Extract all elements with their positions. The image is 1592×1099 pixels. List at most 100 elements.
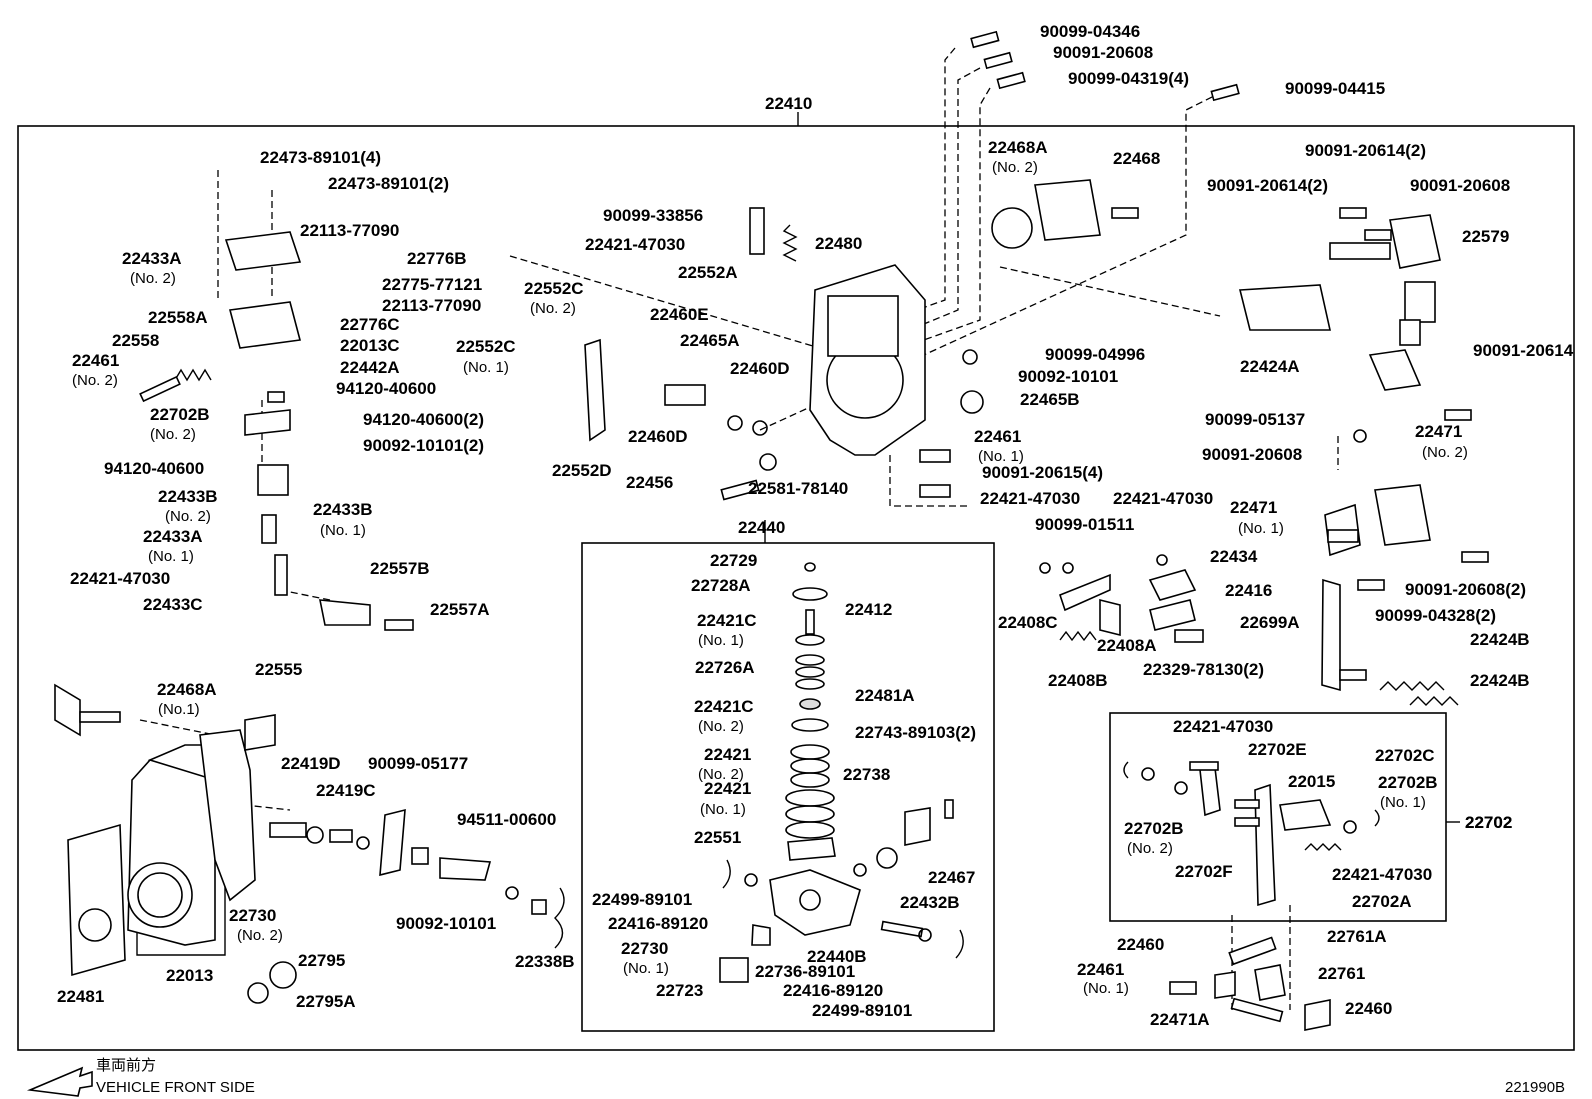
part-callout: 90091-20608 (1202, 445, 1302, 464)
part-callout: (No. 1) (698, 632, 744, 649)
part-callout: 22471 (1415, 422, 1462, 441)
part-callout: 22419C (316, 781, 376, 800)
part-callout: 22419D (281, 754, 341, 773)
part-callout: 22460D (730, 359, 790, 378)
part-callout: 22338B (515, 952, 575, 971)
part-callout: 22456 (626, 473, 673, 492)
part-callout: 22421 (704, 779, 751, 798)
part-callout: 22473-89101(4) (260, 148, 381, 167)
part-callout: (No. 2) (1422, 444, 1468, 461)
part-callout: 22015 (1288, 772, 1335, 791)
part-callout: 22416-89120 (783, 981, 883, 1000)
part-callout: 90099-01511 (1035, 515, 1134, 534)
part-callout: 90092-10101(2) (363, 436, 484, 455)
part-callout: (No. 2) (530, 300, 576, 317)
part-callout: 22702B (1124, 819, 1184, 838)
part-callout: 22467 (928, 868, 975, 887)
part-callout: (No. 1) (700, 801, 746, 818)
part-callout: 90092-10101 (1018, 367, 1118, 386)
part-callout: 22432B (900, 893, 960, 912)
part-callout: 22729 (710, 551, 757, 570)
part-callout: 22702 (1465, 813, 1512, 832)
part-callout: 90091-20608(2) (1405, 580, 1526, 599)
part-callout: 90099-04319(4) (1068, 69, 1189, 88)
part-callout: 22557B (370, 559, 430, 578)
part-callout: 22424A (1240, 357, 1300, 376)
part-callout: 22408C (998, 613, 1058, 632)
part-callout: 22776B (407, 249, 467, 268)
part-callout: 22552D (552, 461, 612, 480)
part-callout: 22726A (695, 658, 755, 677)
part-callout: 22775-77121 (382, 275, 482, 294)
part-callout: 94120-40600 (336, 379, 436, 398)
part-callout: 22412 (845, 600, 892, 619)
part-callout: 22433B (313, 500, 373, 519)
part-callout: 22461 (1077, 960, 1124, 979)
part-callout: 22702E (1248, 740, 1307, 759)
part-callout: 22555 (255, 660, 302, 679)
part-callout: 90099-05137 (1205, 410, 1305, 429)
part-callout: (No. 1) (1083, 980, 1129, 997)
part-callout: 22461 (72, 351, 119, 370)
part-callout: 90091-20614 (1473, 341, 1574, 360)
part-callout: (No. 1) (1238, 520, 1284, 537)
main-assembly-frame (17, 125, 1575, 1051)
part-callout: (No. 2) (165, 508, 211, 525)
part-callout: 22442A (340, 358, 400, 377)
part-callout: 90099-04328(2) (1375, 606, 1496, 625)
part-callout: 22433B (158, 487, 218, 506)
part-callout: 22723 (656, 981, 703, 1000)
part-callout: 22730 (621, 939, 668, 958)
part-callout: 22558 (112, 331, 159, 350)
part-callout: 22551 (694, 828, 741, 847)
part-callout: (No. 2) (1127, 840, 1173, 857)
part-callout: 90091-20608 (1410, 176, 1510, 195)
part-callout: 22468A (988, 138, 1048, 157)
part-callout: 22730 (229, 906, 276, 925)
part-callout: 90099-05177 (368, 754, 468, 773)
part-callout: (No. 2) (698, 766, 744, 783)
part-callout: 22552C (524, 279, 584, 298)
part-callout: (No. 1) (320, 522, 366, 539)
part-callout: 22013 (166, 966, 213, 985)
part-callout: 22761 (1318, 964, 1365, 983)
part-callout: 22743-89103(2) (855, 723, 976, 742)
part-callout: 22421-47030 (980, 489, 1080, 508)
part-callout: 22471A (1150, 1010, 1210, 1029)
part-callout: 22702A (1352, 892, 1412, 911)
part-callout: 22408A (1097, 636, 1157, 655)
part-callout: 90099-04996 (1045, 345, 1145, 364)
part-callout: 22424B (1470, 671, 1530, 690)
part-callout: 22461 (974, 427, 1021, 446)
part-callout: 22581-78140 (748, 479, 848, 498)
part-callout: 90099-04415 (1285, 79, 1385, 98)
part-callout: 22433A (143, 527, 203, 546)
part-callout: 22440B (807, 947, 867, 966)
part-callout: 22421-47030 (1113, 489, 1213, 508)
leader-lines (136, 47, 1460, 1010)
part-callout: 22421-47030 (1332, 865, 1432, 884)
part-callout: (No. 1) (463, 359, 509, 376)
part-callout: 22480 (815, 234, 862, 253)
part-callout: (No. 1) (1380, 794, 1426, 811)
part-callout: 22499-89101 (812, 1001, 912, 1020)
part-callout: (No. 1) (978, 448, 1024, 465)
front-side-indicator: 車両前方 VEHICLE FRONT SIDE (26, 1057, 255, 1097)
part-callout: 22433A (122, 249, 182, 268)
part-callout: 22424B (1470, 630, 1530, 649)
part-callout: 22460E (650, 305, 709, 324)
part-callout: 22408B (1048, 671, 1108, 690)
part-callout: 22113-77090 (300, 221, 399, 240)
front-side-label-jp: 車両前方 (96, 1057, 156, 1074)
part-callout: 22761A (1327, 927, 1387, 946)
part-callout: 22702B (150, 405, 210, 424)
part-callout: 22421-47030 (1173, 717, 1273, 736)
part-callout: 22013C (340, 336, 400, 355)
part-callout: 22421-47030 (585, 235, 685, 254)
part-callout: 22416 (1225, 581, 1272, 600)
front-side-label-en: VEHICLE FRONT SIDE (96, 1079, 255, 1096)
part-callout: 22471 (1230, 498, 1277, 517)
illustration-code: 221990B (1505, 1079, 1565, 1096)
part-callout: 22329-78130(2) (1143, 660, 1264, 679)
part-callout: 22702C (1375, 746, 1435, 765)
